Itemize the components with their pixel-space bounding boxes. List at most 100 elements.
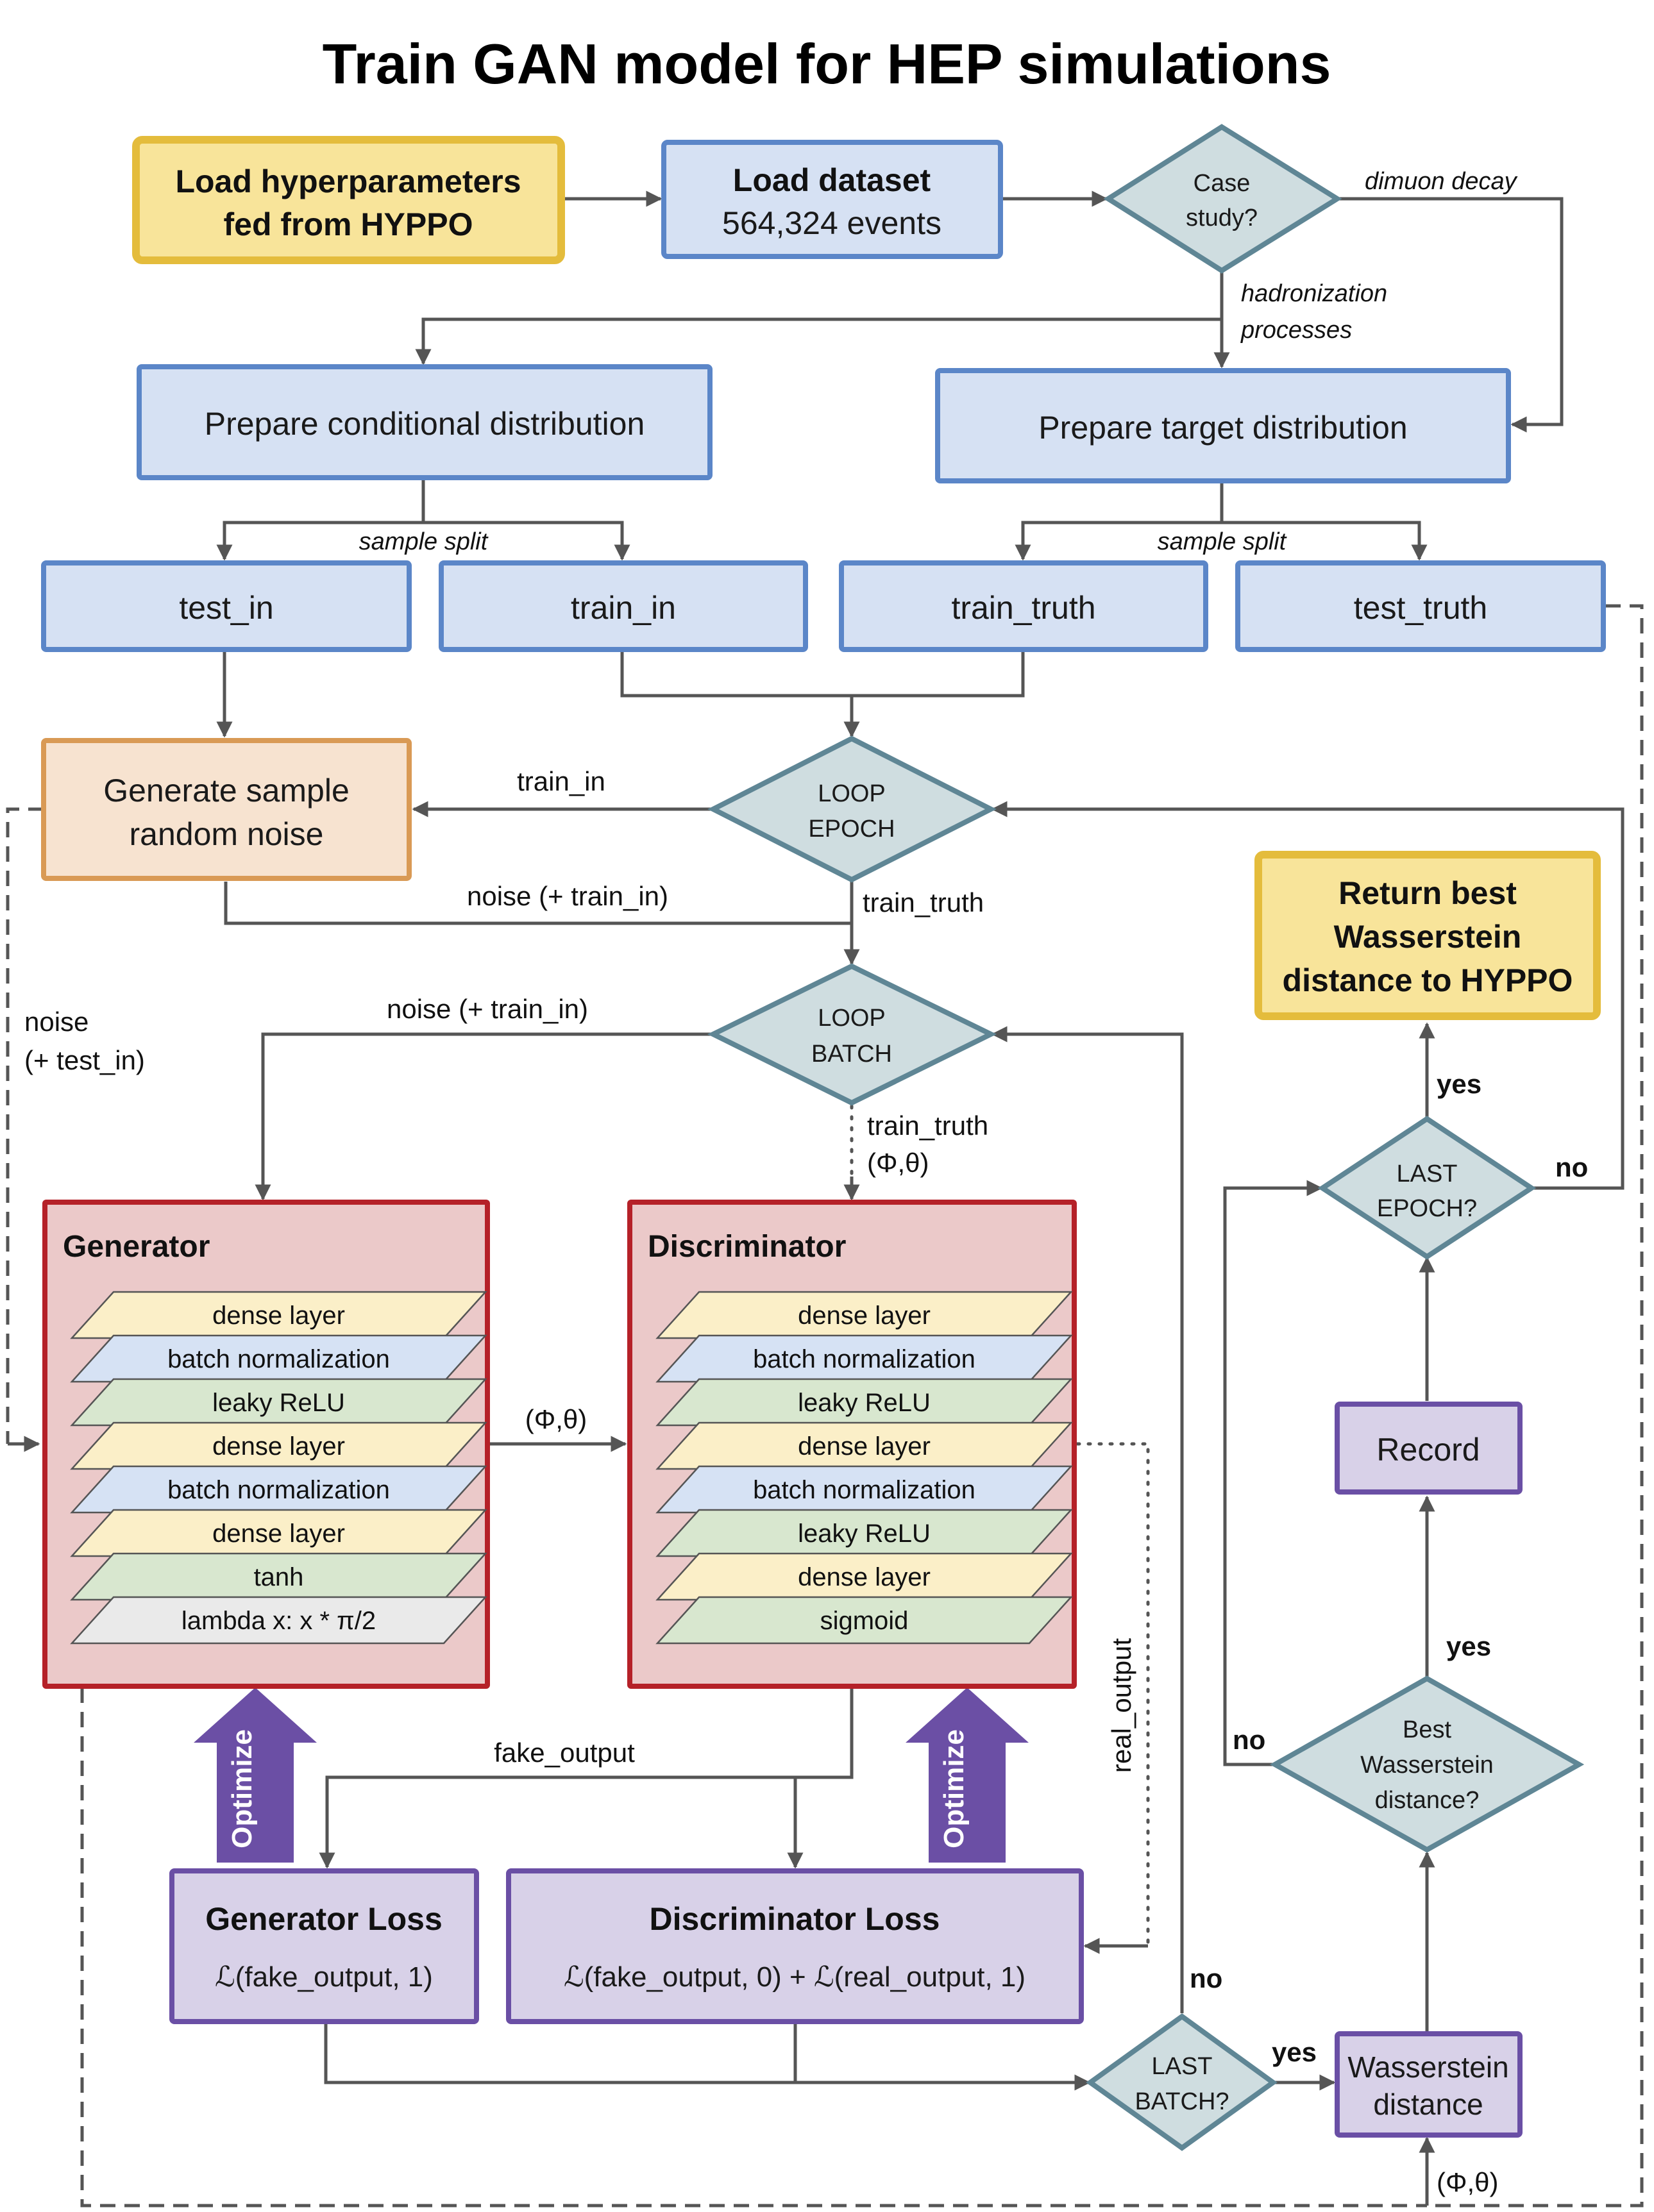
train-in-box: train_in [439, 560, 808, 652]
last-epoch-decision: LAST EPOCH? [1317, 1116, 1537, 1260]
generator-layer-8 [70, 1596, 487, 1645]
discriminator-layer-label-1: dense layer [798, 1302, 931, 1330]
edge-label-hadronization-2: processes [1240, 317, 1352, 344]
load-dataset-title: Load dataset [733, 162, 931, 198]
last-epoch-line2: EPOCH? [1377, 1195, 1477, 1222]
edge-label-yes-last-batch: yes [1272, 2037, 1317, 2067]
case-study-line2: study? [1186, 205, 1258, 231]
generator-layer-label-4: dense layer [212, 1432, 345, 1461]
generate-noise-line1: Generate sample [103, 773, 350, 809]
edge-label-dimuon: dimuon decay [1365, 168, 1518, 195]
train-truth-label: train_truth [951, 590, 1095, 626]
edge-label-noise-test-in-2: (+ test_in) [24, 1045, 145, 1075]
discriminator-loss-box: Discriminator Loss ℒ(fake_output, 0) + ℒ… [506, 1868, 1084, 2024]
discriminator-layer-label-8: sigmoid [820, 1607, 909, 1635]
optimize-arrow-discriminator: Optimize [906, 1688, 1029, 1863]
case-study-line1: Case [1194, 170, 1251, 197]
edge-label-noise-train-in-2: noise (+ train_in) [387, 994, 588, 1024]
generator-layer-label-8: lambda x: x * π/2 [181, 1607, 376, 1635]
generator-layer-label-2: batch normalization [167, 1345, 390, 1373]
best-wasserstein-decision: Best Wasserstein distance? [1269, 1675, 1585, 1853]
generate-noise-box: Generate sample random noise [41, 738, 412, 881]
edge-label-sample-split-right: sample split [1158, 528, 1287, 555]
discriminator-layer-label-4: dense layer [798, 1432, 931, 1461]
page-title: Train GAN model for HEP simulations [323, 32, 1331, 96]
discriminator-layer-label-2: batch normalization [753, 1345, 975, 1373]
load-hyperparameters-line1: Load hyperparameters [175, 163, 521, 199]
generate-noise-line2: random noise [130, 816, 324, 852]
optimize-label-generator: Optimize [226, 1729, 258, 1848]
discriminator-title: Discriminator [648, 1230, 846, 1264]
generator-layer-label-7: tanh [254, 1563, 304, 1591]
edge-label-sample-split-left: sample split [359, 528, 489, 555]
edge-label-no-last-epoch: no [1555, 1152, 1588, 1182]
loop-batch-line2: BATCH [811, 1041, 892, 1068]
discriminator-layer-label-7: dense layer [798, 1563, 931, 1591]
best-wasserstein-line3: distance? [1375, 1787, 1480, 1814]
prepare-target-box: Prepare target distribution [935, 368, 1511, 483]
connectors [6, 190, 1644, 2208]
last-epoch-line1: LAST [1396, 1160, 1457, 1187]
edge-label-train-truth-2: train_truth [867, 1110, 988, 1141]
generator-box: Generator dense layer batch normalization… [42, 1200, 490, 1689]
generator-loss-box: Generator Loss ℒ(fake_output, 1) [169, 1868, 479, 2024]
case-study-decision: Case study? [1103, 124, 1342, 274]
loop-batch-decision: LOOP BATCH [707, 963, 997, 1106]
discriminator-layer-label-3: leaky ReLU [798, 1389, 931, 1417]
generator-layer-label-3: leaky ReLU [212, 1389, 345, 1417]
generator-loss-formula: ℒ(fake_output, 1) [215, 1961, 433, 1993]
prepare-target-label: Prepare target distribution [1038, 410, 1407, 446]
last-batch-decision: LAST BATCH? [1086, 2013, 1278, 2151]
edge-label-yes-last-epoch: yes [1437, 1069, 1481, 1099]
discriminator-layer-stack: dense layer batch normalization leaky ReLU… [655, 1291, 1073, 1645]
load-dataset-box: Load dataset 564,324 events [661, 140, 1003, 259]
edge-label-noise-test-in-1: noise [24, 1007, 89, 1037]
generator-title: Generator [63, 1230, 210, 1264]
loop-batch-line1: LOOP [818, 1005, 886, 1032]
discriminator-loss-formula: ℒ(fake_output, 0) + ℒ(real_output, 1) [564, 1961, 1025, 1993]
discriminator-box: Discriminator dense layer batch normaliza… [627, 1200, 1077, 1689]
last-batch-line1: LAST [1151, 2053, 1212, 2080]
edge-label-noise-train-in-1: noise (+ train_in) [467, 881, 668, 911]
generator-loss-title: Generator Loss [205, 1901, 443, 1937]
edge-label-train-in: train_in [517, 766, 605, 796]
loop-epoch-decision: LOOP EPOCH [707, 735, 997, 883]
record-label: Record [1376, 1432, 1480, 1468]
edge-label-no-last-batch: no [1190, 1963, 1222, 1993]
edge-label-yes-best: yes [1446, 1631, 1491, 1661]
test-in-box: test_in [41, 560, 412, 652]
prepare-conditional-box: Prepare conditional distribution [137, 364, 713, 480]
edge-label-train-truth-1: train_truth [863, 887, 984, 917]
generator-layer-label-1: dense layer [212, 1302, 345, 1330]
edge-label-phi-theta-1: (Φ,θ) [867, 1148, 929, 1178]
record-box: Record [1335, 1402, 1523, 1495]
loop-epoch-line1: LOOP [818, 780, 886, 807]
discriminator-layer-8 [655, 1596, 1073, 1645]
optimize-label-discriminator: Optimize [938, 1729, 970, 1848]
discriminator-layer-label-5: batch normalization [753, 1476, 975, 1504]
return-best-box: Return best Wasserstein distance to HYPP… [1254, 851, 1601, 1020]
edge-label-no-best: no [1233, 1725, 1265, 1755]
generator-layer-label-5: batch normalization [167, 1476, 390, 1504]
load-dataset-count: 564,324 events [722, 205, 941, 241]
last-batch-line2: BATCH? [1135, 2088, 1229, 2115]
wasserstein-distance-box: Wasserstein distance [1335, 2031, 1523, 2138]
wasserstein-distance-line2: distance [1373, 2088, 1483, 2121]
test-in-label: test_in [179, 590, 273, 626]
edge-label-real-output: real_output [1106, 1638, 1136, 1773]
loop-epoch-line2: EPOCH [808, 816, 895, 842]
edge-label-hadronization-1: hadronization [1241, 280, 1387, 307]
return-best-line3: distance to HYPPO [1283, 962, 1573, 998]
generator-layer-stack: dense layer batch normalization leaky ReLU… [70, 1291, 487, 1645]
best-wasserstein-line1: Best [1403, 1716, 1451, 1743]
load-hyperparameters-box: Load hyperparameters fed from HYPPO [132, 136, 565, 264]
wasserstein-distance-line1: Wasserstein [1347, 2050, 1508, 2084]
edge-label-phi-theta-3: (Φ,θ) [1437, 2167, 1499, 2197]
return-best-line1: Return best [1338, 875, 1517, 911]
test-truth-label: test_truth [1354, 590, 1487, 626]
load-hyperparameters-line2: fed from HYPPO [224, 206, 473, 242]
train-in-label: train_in [571, 590, 676, 626]
generator-layer-label-6: dense layer [212, 1520, 345, 1548]
prepare-conditional-label: Prepare conditional distribution [205, 406, 645, 442]
